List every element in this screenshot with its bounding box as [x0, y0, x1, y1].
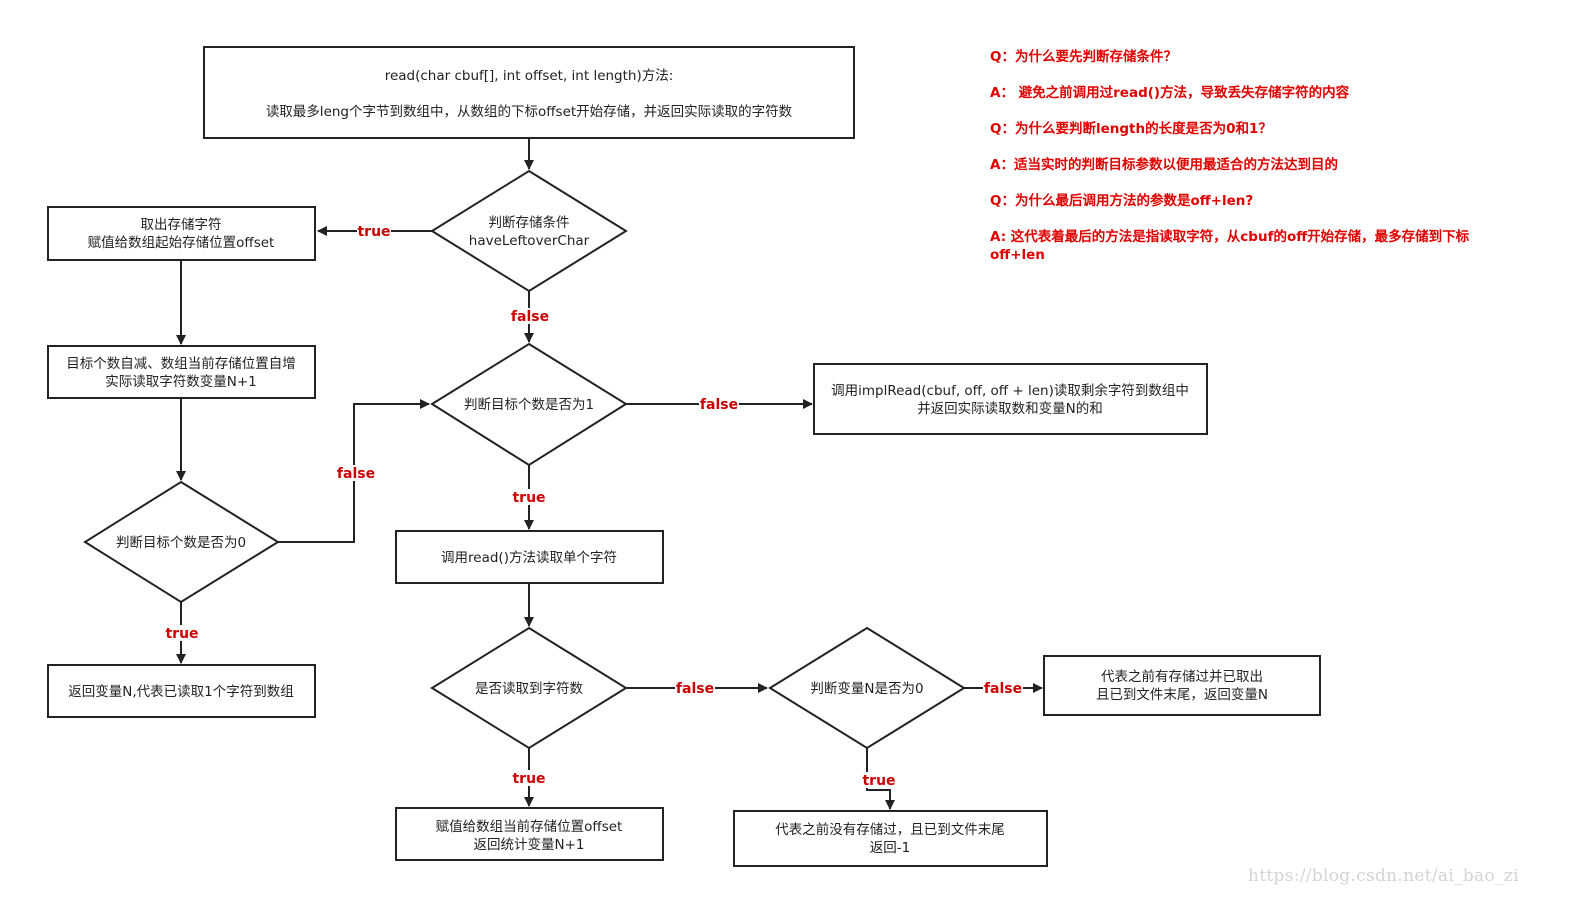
edge-label-true-zero: true	[165, 626, 198, 642]
impl-read-box	[813, 363, 1208, 435]
edge-label-false-one: false	[700, 397, 738, 413]
edge-label-true-one: true	[512, 490, 545, 506]
qa-question-2: Q：为什么要判断length的长度是否为0和1？	[990, 121, 1272, 137]
edge-label-true-n-zero: true	[862, 773, 895, 789]
cond-one-text: 判断目标个数是否为1	[464, 397, 594, 413]
eof-with-stored-line-1: 代表之前有存储过并已取出	[1101, 668, 1263, 685]
take-char-line-2: 赋值给数组起始存储位置offset	[88, 235, 275, 251]
edge-label-true-read: true	[512, 771, 545, 787]
cond-zero-text: 判断目标个数是否为0	[116, 535, 246, 551]
decrement-line-1: 目标个数自减、数组当前存储位置自增	[66, 355, 296, 372]
edge-label-false-zero: false	[337, 466, 375, 482]
edge-label-false-read: false	[676, 681, 714, 697]
start-line-1: read(char cbuf[], int offset, int length…	[385, 68, 674, 84]
cond-leftover-diamond	[430, 169, 628, 293]
qa-question-3: Q：为什么最后调用方法的参数是off+len?	[990, 193, 1254, 209]
cond-one-diamond	[430, 342, 628, 467]
eof-with-stored-box	[1043, 655, 1321, 716]
cond-leftover-line-1: 判断存储条件	[489, 214, 570, 231]
cond-leftover-line-2: haveLeftoverChar	[469, 233, 590, 249]
assign-offset-box	[395, 807, 664, 861]
take-char-box	[47, 206, 316, 261]
read-single-text: 调用read()方法读取单个字符	[441, 550, 617, 566]
edge-label-false-n-zero: false	[984, 681, 1022, 697]
qa-notes: Q：为什么要先判断存储条件？ A： 避免之前调用过read()方法，导致丢失存储…	[990, 48, 1510, 282]
read-single-box	[395, 530, 664, 584]
qa-question-1: Q：为什么要先判断存储条件？	[990, 49, 1177, 65]
decrement-line-2: 实际读取字符数变量N+1	[105, 374, 257, 390]
cond-zero-diamond	[83, 480, 280, 604]
eof-with-stored-line-2: 且已到文件末尾，返回变量N	[1096, 687, 1268, 703]
decrement-box	[47, 345, 316, 399]
eof-no-stored-line-2: 返回-1	[870, 840, 910, 856]
cond-n-zero-diamond	[768, 626, 966, 750]
eof-no-stored-box	[733, 810, 1048, 867]
cond-read-diamond	[430, 626, 628, 750]
return-n-box	[47, 664, 316, 718]
cond-read-text: 是否读取到字符数	[475, 681, 583, 697]
qa-answer-1: A： 避免之前调用过read()方法，导致丢失存储字符的内容	[990, 85, 1350, 101]
take-char-line-1: 取出存储字符	[141, 217, 222, 233]
watermark: https://blog.csdn.net/ai_bao_zi	[1248, 866, 1519, 886]
qa-answer-2: A：适当实时的判断目标参数以便用最适合的方法达到目的	[990, 157, 1338, 173]
impl-read-line-2: 并返回实际读取数和变量N的和	[917, 401, 1103, 417]
qa-answer-3: A: 这代表着最后的方法是指读取字符，从cbuf的off开始存储，最多存储到下标…	[990, 229, 1470, 263]
edge-cond-n-zero-true	[866, 748, 895, 810]
assign-offset-line-1: 赋值给数组当前存储位置offset	[436, 818, 623, 835]
cond-n-zero-text: 判断变量N是否为0	[810, 681, 923, 697]
edge-label-true-leftover: true	[357, 224, 390, 240]
return-n-text: 返回变量N,代表已读取1个字符到数组	[68, 684, 293, 700]
assign-offset-line-2: 返回统计变量N+1	[474, 837, 585, 853]
edge-label-false-leftover: false	[511, 309, 549, 325]
start-box	[203, 46, 855, 139]
eof-no-stored-line-1: 代表之前没有存储过，且已到文件末尾	[775, 821, 1005, 838]
start-line-2: 读取最多leng个字节到数组中，从数组的下标offset开始存储，并返回实际读取…	[266, 103, 793, 120]
impl-read-line-1: 调用implRead(cbuf, off, off + len)读取剩余字符到数…	[831, 382, 1189, 399]
